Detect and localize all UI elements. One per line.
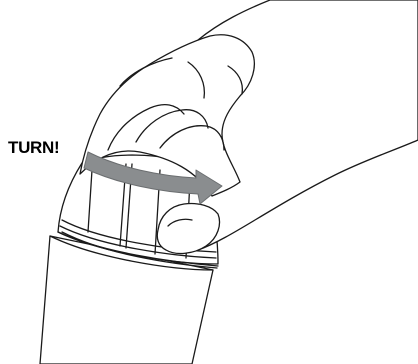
- turn-instruction-label: TURN!: [8, 138, 59, 158]
